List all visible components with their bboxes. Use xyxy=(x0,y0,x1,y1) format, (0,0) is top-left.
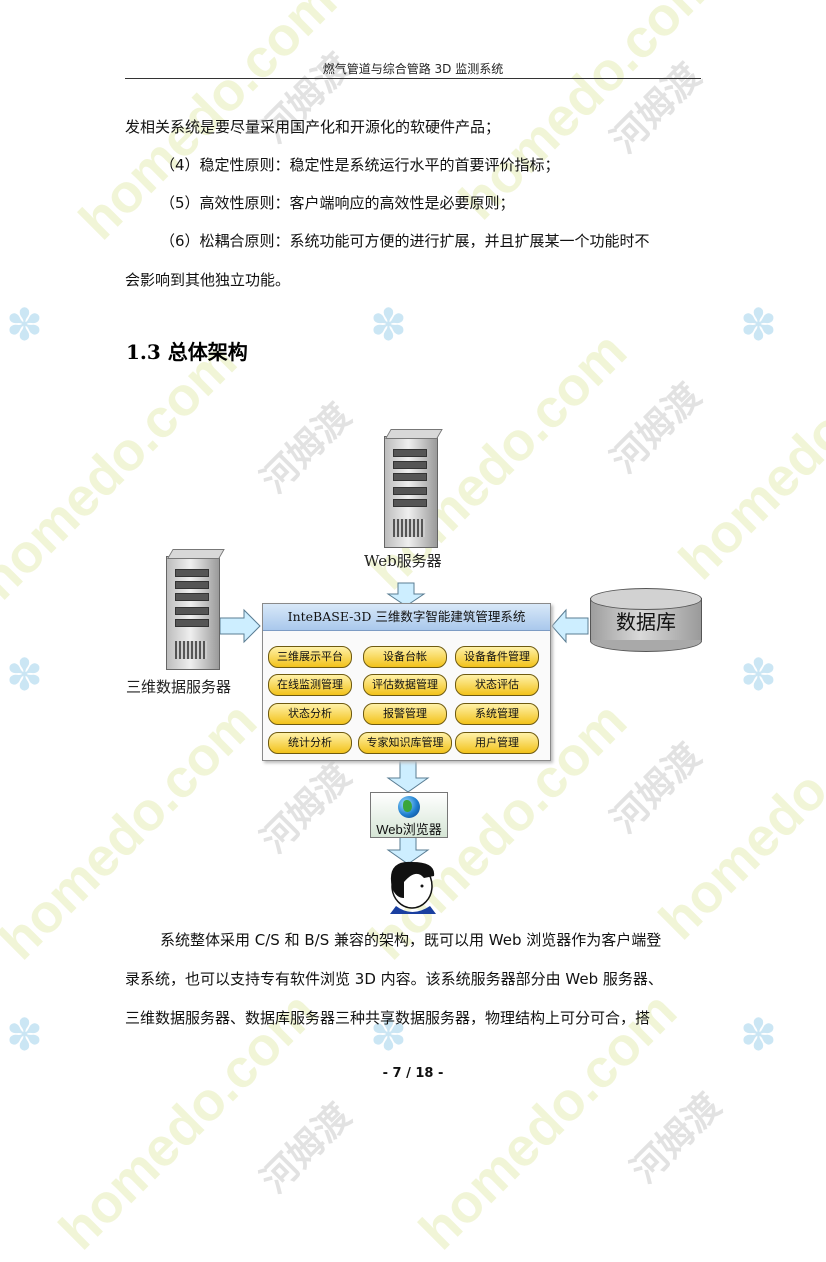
module-status-analysis: 状态分析 xyxy=(268,703,352,725)
module-expert-knowledge: 专家知识库管理 xyxy=(358,732,452,754)
header-divider xyxy=(125,78,701,79)
arrow-down-icon xyxy=(386,582,426,607)
web-server-icon xyxy=(384,429,443,548)
body-paragraph-line: 系统整体采用 C/S 和 B/S 兼容的架构，既可以用 Web 浏览器作为客户端… xyxy=(160,931,662,949)
module-assessment-data: 评估数据管理 xyxy=(363,674,447,696)
module-system-admin: 系统管理 xyxy=(455,703,539,725)
page-number: - 7 / 18 - xyxy=(382,1066,444,1081)
globe-icon xyxy=(398,796,420,818)
module-3d-platform: 三维展示平台 xyxy=(268,646,352,668)
gis-server-icon xyxy=(166,549,225,670)
arrow-right-icon xyxy=(219,608,261,644)
module-spare-parts: 设备备件管理 xyxy=(455,646,539,668)
list-item-efficiency: （5）高效性原则：客户端响应的高效性是必要原则； xyxy=(160,194,515,212)
list-item-loose-coupling: （6）松耦合原则：系统功能可方便的进行扩展，并且扩展某一个功能时不 xyxy=(160,232,650,250)
diagram-arrows xyxy=(219,582,589,914)
section-heading: 1.3 总体架构 xyxy=(126,340,248,364)
body-paragraph-line: 会影响到其他独立功能。 xyxy=(125,271,291,289)
web-server-label: Web服务器 xyxy=(364,552,442,570)
arrow-left-icon xyxy=(551,608,589,644)
web-browser-box: Web浏览器 xyxy=(370,792,448,838)
module-status-assessment: 状态评估 xyxy=(455,674,539,696)
module-statistics: 统计分析 xyxy=(268,732,352,754)
running-header: 燃气管道与综合管路 3D 监测系统 xyxy=(322,62,504,76)
body-paragraph-line: 发相关系统是要尽量采用国产化和开源化的软硬件产品； xyxy=(125,118,501,136)
web-browser-label: Web浏览器 xyxy=(376,822,442,837)
body-paragraph-line: 录系统，也可以支持专有软件浏览 3D 内容。该系统服务器部分由 Web 服务器、 xyxy=(125,970,663,988)
database-icon: 数据库 xyxy=(590,588,702,652)
user-icon xyxy=(390,861,436,914)
page-content: 燃气管道与综合管路 3D 监测系统 发相关系统是要尽量采用国产化和开源化的软硬件… xyxy=(120,62,720,1081)
arrow-down-icon xyxy=(386,760,430,793)
module-user-admin: 用户管理 xyxy=(455,732,539,754)
database-label: 数据库 xyxy=(616,610,676,634)
system-box: InteBASE-3D 三维数字智能建筑管理系统 三维展示平台 设备台帐 设备备… xyxy=(262,603,551,761)
architecture-diagram: Web服务器 三维数据服务器 InteBASE-3D 三维数字智能建筑管理系统 … xyxy=(120,420,720,920)
body-paragraph-line: 三维数据服务器、数据库服务器三种共享数据服务器，物理结构上可分可合，搭 xyxy=(125,1009,651,1027)
system-title: InteBASE-3D 三维数字智能建筑管理系统 xyxy=(263,604,550,631)
module-equipment-ledger: 设备台帐 xyxy=(363,646,447,668)
list-item-stability: （4）稳定性原则：稳定性是系统运行水平的首要评价指标； xyxy=(160,156,560,174)
module-online-monitoring: 在线监测管理 xyxy=(268,674,352,696)
gis-server-label: 三维数据服务器 xyxy=(126,678,232,696)
arrow-down-icon xyxy=(386,836,430,865)
module-alarm: 报警管理 xyxy=(363,703,447,725)
